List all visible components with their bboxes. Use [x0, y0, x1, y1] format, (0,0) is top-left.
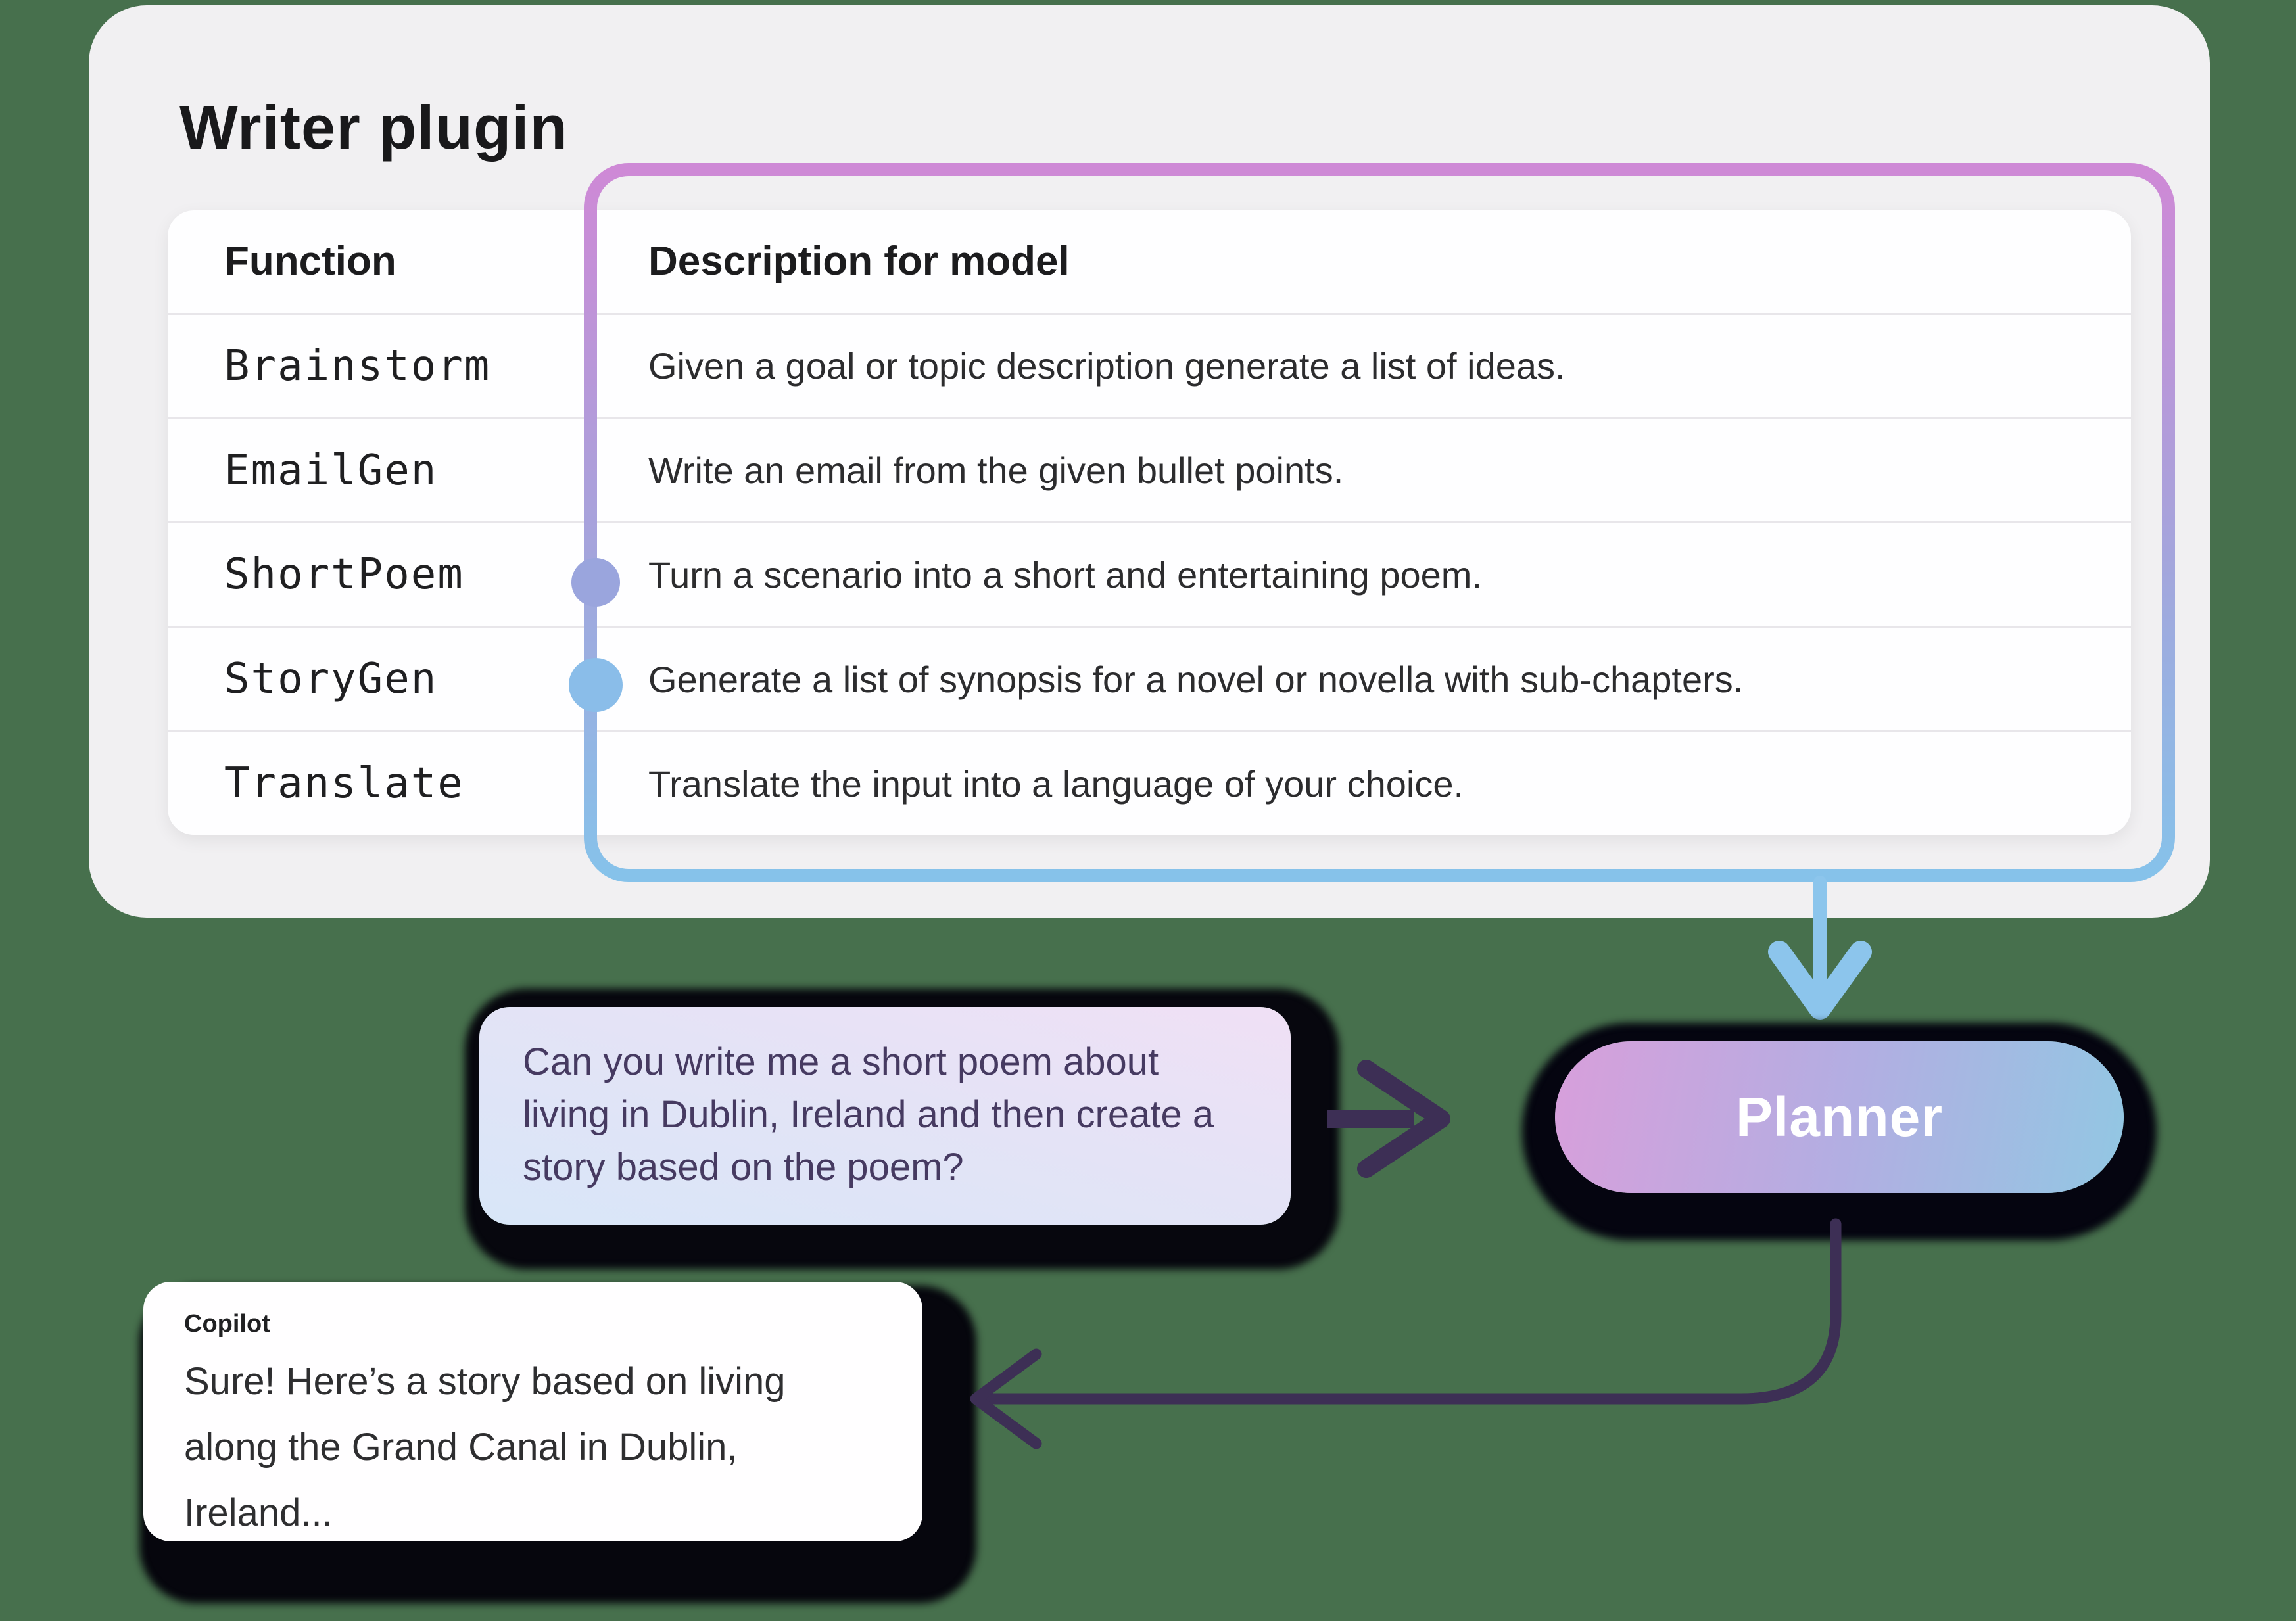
function-name: ShortPoem: [224, 550, 464, 599]
plugin-title: Writer plugin: [179, 93, 568, 162]
table-header-row: Function Description for model: [168, 210, 2131, 313]
column-header-function: Function: [224, 239, 396, 285]
planner-to-copilot-arrowhead-icon: [970, 1348, 1042, 1449]
user-message-bubble: Can you write me a short poem about livi…: [479, 1007, 1291, 1225]
plugin-to-planner-arrowhead-icon: [1768, 941, 1872, 1020]
plugin-highlight-border: [584, 163, 2175, 882]
planner-button[interactable]: Planner: [1555, 1041, 2124, 1193]
shortpoem-marker-dot: [571, 558, 620, 607]
function-description: Generate a list of synopsis for a novel …: [648, 658, 1744, 700]
writer-plugin-card: Writer plugin Function Description for m…: [89, 5, 2210, 918]
function-table: Function Description for model Brainstor…: [168, 210, 2131, 835]
function-description: Given a goal or topic description genera…: [648, 345, 1566, 387]
user-to-planner-arrowhead-icon: [1357, 1060, 1450, 1178]
user-message-text: Can you write me a short poem about livi…: [523, 1041, 1214, 1188]
copilot-message-bubble: Copilot Sure! Here’s a story based on li…: [143, 1282, 922, 1541]
function-name: EmailGen: [224, 446, 438, 495]
table-row: Translate Translate the input into a lan…: [168, 730, 2131, 835]
column-header-description: Description for model: [648, 239, 1070, 285]
function-name: Translate: [224, 759, 464, 809]
copilot-message-text: Sure! Here’s a story based on living alo…: [184, 1360, 786, 1534]
function-name: Brainstorm: [224, 341, 491, 390]
table-row: StoryGen Generate a list of synopsis for…: [168, 626, 2131, 730]
function-description: Write an email from the given bullet poi…: [648, 450, 1344, 492]
table-row: ShortPoem Turn a scenario into a short a…: [168, 521, 2131, 626]
function-description: Turn a scenario into a short and enterta…: [648, 553, 1483, 596]
copilot-sender-label: Copilot: [184, 1310, 270, 1338]
table-row: EmailGen Write an email from the given b…: [168, 417, 2131, 522]
planner-to-copilot-arrow-shaft: [984, 1218, 1842, 1405]
function-description: Translate the input into a language of y…: [648, 763, 1464, 805]
table-row: Brainstorm Given a goal or topic descrip…: [168, 312, 2131, 417]
planner-label: Planner: [1735, 1086, 1944, 1148]
function-name: StoryGen: [224, 655, 438, 704]
storygen-marker-dot: [569, 658, 623, 712]
